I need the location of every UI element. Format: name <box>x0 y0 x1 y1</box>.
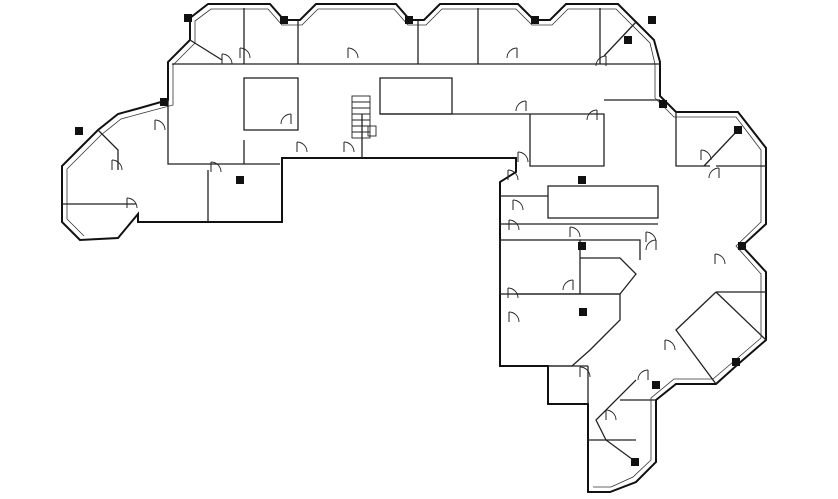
door-swing <box>507 287 519 299</box>
column <box>631 458 639 466</box>
door-swing <box>714 253 726 265</box>
column <box>160 98 168 106</box>
column <box>184 14 192 22</box>
column <box>236 176 244 184</box>
door-swing <box>280 113 292 125</box>
column <box>531 16 539 24</box>
column <box>578 242 586 250</box>
door-swing <box>343 141 355 153</box>
column <box>734 126 742 134</box>
door-swing <box>569 226 581 238</box>
door-swing <box>579 366 591 378</box>
door-swing <box>239 47 251 59</box>
door-swing <box>605 409 617 421</box>
column <box>578 176 586 184</box>
door-swing <box>347 47 359 59</box>
door-swing <box>586 109 598 121</box>
door-swing <box>700 149 712 161</box>
column <box>579 308 587 316</box>
column <box>648 16 656 24</box>
door-swing <box>645 239 657 251</box>
door-swing <box>210 161 222 173</box>
door-swing <box>111 159 123 171</box>
column <box>624 36 632 44</box>
interior-walls <box>62 8 767 463</box>
column <box>280 16 288 24</box>
door-swing <box>595 55 607 67</box>
structural-columns <box>75 14 746 466</box>
door-swing <box>637 369 649 381</box>
door-swing <box>506 47 518 59</box>
door-swing <box>508 311 520 323</box>
column <box>652 381 660 389</box>
column <box>732 358 740 366</box>
door-swing <box>515 100 527 112</box>
door-swings <box>111 47 726 421</box>
column <box>659 100 667 108</box>
door-swing <box>562 279 574 291</box>
door-swing <box>154 119 166 131</box>
column <box>75 127 83 135</box>
column <box>738 242 746 250</box>
door-swing <box>512 199 524 211</box>
door-swing <box>507 169 519 181</box>
door-swing <box>296 141 308 153</box>
exterior-wall <box>61 3 767 493</box>
stairwell <box>351 95 377 139</box>
door-swing <box>517 151 529 163</box>
door-swing <box>126 197 138 209</box>
door-swing <box>508 219 520 231</box>
door-swing <box>664 339 676 351</box>
column <box>405 16 413 24</box>
door-swing <box>708 167 720 179</box>
door-swing <box>221 53 233 65</box>
